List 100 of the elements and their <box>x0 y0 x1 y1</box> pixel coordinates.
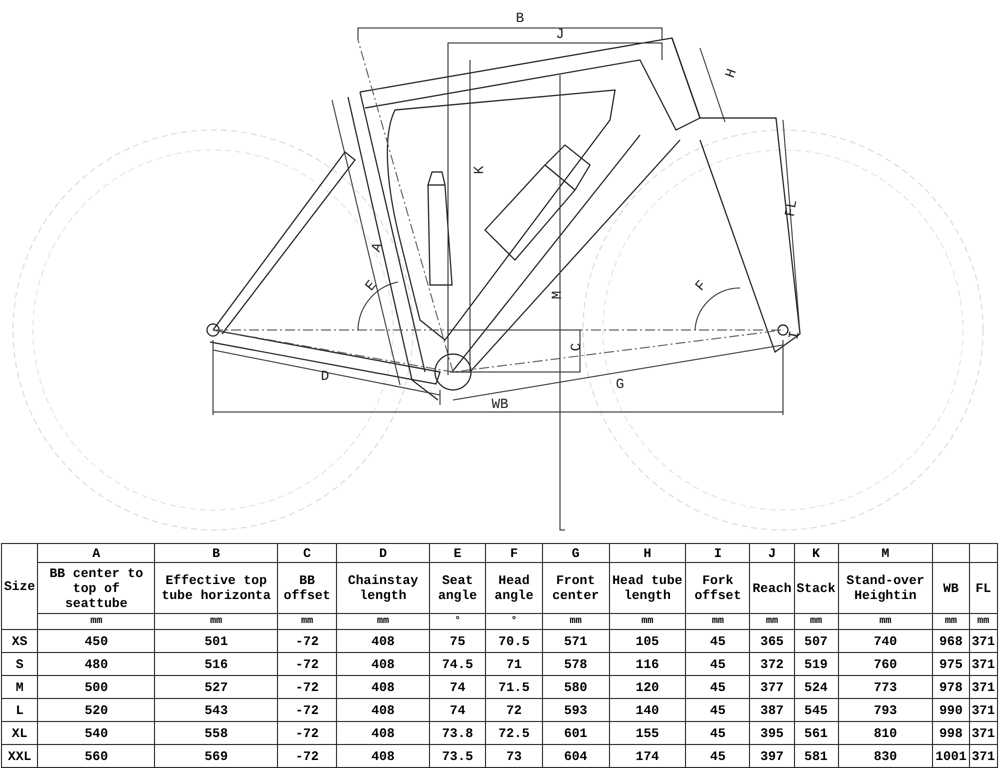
table-value: 45 <box>686 652 750 676</box>
unit-label: mm <box>932 614 970 630</box>
table-value: 372 <box>750 652 794 676</box>
table-value: 371 <box>969 630 998 652</box>
table-value: 74 <box>429 676 486 698</box>
column-letter: H <box>609 544 686 562</box>
dimension-label: WB <box>492 397 508 413</box>
table-value: 524 <box>794 676 838 698</box>
table-value: 72 <box>486 698 542 722</box>
column-header: Head angle <box>486 562 542 614</box>
column-header: Reach <box>750 562 794 614</box>
table-value: 371 <box>969 744 998 768</box>
row-header: XL <box>2 722 38 744</box>
table-value: 75 <box>429 630 486 652</box>
table-value: 45 <box>686 676 750 698</box>
row-header: S <box>2 652 38 676</box>
table-value: -72 <box>277 652 337 676</box>
table-value: 74 <box>429 698 486 722</box>
dimension-label: G <box>616 377 624 393</box>
table-value: 580 <box>542 676 610 698</box>
unit-label: ° <box>429 614 486 630</box>
unit-label: mm <box>969 614 998 630</box>
dimension-label: D <box>320 369 330 385</box>
unit-label: mm <box>838 614 933 630</box>
table-value: 975 <box>932 652 970 676</box>
table-value: 140 <box>609 698 686 722</box>
column-letter: I <box>686 544 750 562</box>
table-value: 371 <box>969 722 998 744</box>
table-value: 1001 <box>932 744 970 768</box>
table-value: 760 <box>838 652 933 676</box>
dimension-label: F <box>692 278 710 295</box>
column-header: WB <box>932 562 970 614</box>
table-value: 978 <box>932 676 970 698</box>
table-value: 408 <box>336 630 430 652</box>
table-value: 408 <box>336 722 430 744</box>
column-header: Seat angle <box>429 562 486 614</box>
column-header: Fork offset <box>686 562 750 614</box>
table-value: 501 <box>154 630 278 652</box>
dimension-label: K <box>472 166 488 174</box>
column-letter: E <box>429 544 486 562</box>
column-header: Front center <box>542 562 610 614</box>
row-header: XXL <box>2 744 38 768</box>
table-value: 480 <box>38 652 155 676</box>
table-value: 408 <box>336 744 430 768</box>
table-value: 174 <box>609 744 686 768</box>
table-value: 519 <box>794 652 838 676</box>
column-letter: C <box>277 544 337 562</box>
table-value: 408 <box>336 698 430 722</box>
table-value: 571 <box>542 630 610 652</box>
column-letter: B <box>154 544 278 562</box>
unit-label: ° <box>486 614 542 630</box>
table-value: 73.8 <box>429 722 486 744</box>
table-value: 968 <box>932 630 970 652</box>
table-value: 740 <box>838 630 933 652</box>
column-header: BB center to top of seattube <box>38 562 155 614</box>
table-value: -72 <box>277 630 337 652</box>
table-value: 569 <box>154 744 278 768</box>
table-value: -72 <box>277 722 337 744</box>
column-header: FL <box>969 562 998 614</box>
table-value: 830 <box>838 744 933 768</box>
table-value: 793 <box>838 698 933 722</box>
table-value: 578 <box>542 652 610 676</box>
unit-label: mm <box>686 614 750 630</box>
table-value: -72 <box>277 698 337 722</box>
unit-label: mm <box>750 614 794 630</box>
table-value: 73.5 <box>429 744 486 768</box>
table-value: 371 <box>969 652 998 676</box>
table-value: 45 <box>686 744 750 768</box>
table-value: 371 <box>969 698 998 722</box>
unit-label: mm <box>794 614 838 630</box>
table-value: 45 <box>686 630 750 652</box>
table-value: 558 <box>154 722 278 744</box>
unit-label: mm <box>609 614 686 630</box>
unit-label: mm <box>277 614 337 630</box>
unit-label: mm <box>38 614 155 630</box>
table-value: 45 <box>686 722 750 744</box>
unit-label: mm <box>336 614 430 630</box>
table-value: 408 <box>336 652 430 676</box>
column-header: Head tube length <box>609 562 686 614</box>
table-value: 74.5 <box>429 652 486 676</box>
table-value: 773 <box>838 676 933 698</box>
dimension-label: B <box>516 11 524 27</box>
table-value: 395 <box>750 722 794 744</box>
table-value: 71.5 <box>486 676 542 698</box>
table-value: 450 <box>38 630 155 652</box>
table-value: 371 <box>969 676 998 698</box>
column-letter: M <box>838 544 933 562</box>
column-header: Stand-over Heightin <box>838 562 933 614</box>
table-value: 73 <box>486 744 542 768</box>
dimension-label: M <box>550 290 566 300</box>
column-header: Size <box>2 544 38 630</box>
unit-label: mm <box>154 614 278 630</box>
dimension-label: H <box>722 67 741 80</box>
table-value: 561 <box>794 722 838 744</box>
table-value: -72 <box>277 676 337 698</box>
table-value: 377 <box>750 676 794 698</box>
column-header: Effective top tube horizonta <box>154 562 278 614</box>
column-letter: G <box>542 544 610 562</box>
table-value: 998 <box>932 722 970 744</box>
table-value: 581 <box>794 744 838 768</box>
